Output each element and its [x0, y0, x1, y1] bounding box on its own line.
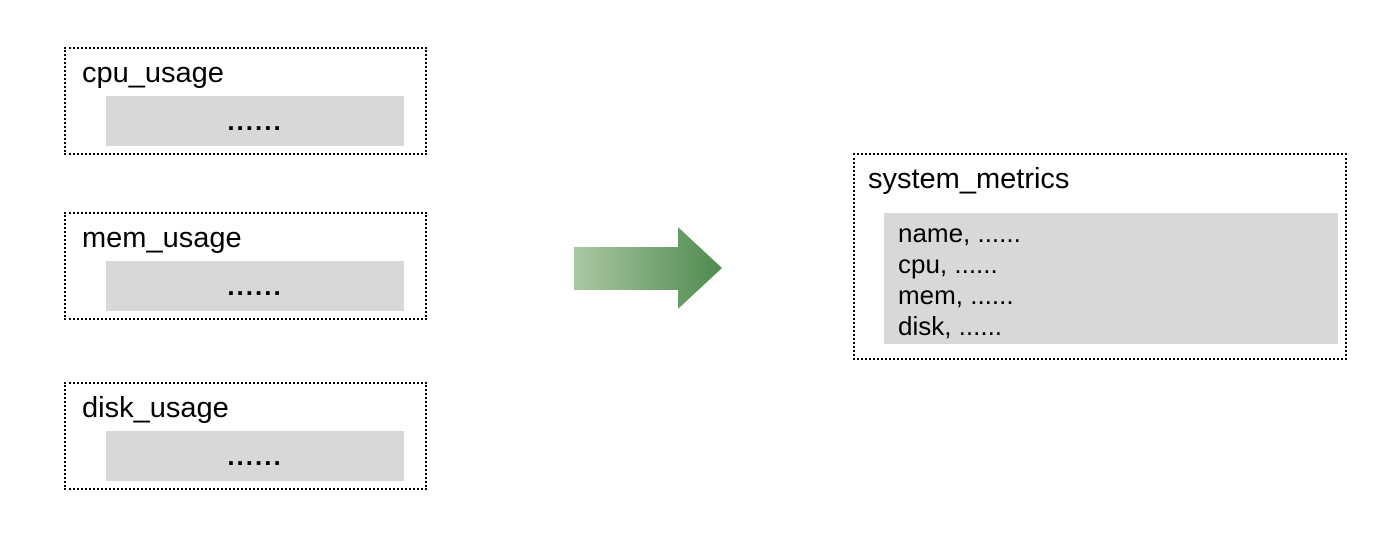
- target-box-system-metrics: system_metrics name, ...... cpu, ...... …: [853, 153, 1347, 360]
- field-row-cpu: cpu, ......: [898, 249, 998, 279]
- target-box-title: system_metrics: [868, 163, 1070, 195]
- field-row-disk: disk, ......: [898, 311, 1003, 341]
- source-box-title: mem_usage: [82, 222, 242, 254]
- source-box-disk-usage: disk_usage ......: [64, 382, 427, 490]
- field-row-mem: mem, ......: [898, 280, 1014, 310]
- right-arrow-icon: [574, 227, 722, 309]
- source-box-data-bar: ......: [106, 431, 404, 481]
- source-box-data-bar: ......: [106, 261, 404, 311]
- source-box-title: disk_usage: [82, 392, 229, 424]
- target-box-fields: name, ...... cpu, ...... mem, ...... dis…: [884, 213, 1338, 344]
- field-row-name: name, ......: [898, 218, 1021, 248]
- source-box-data-bar: ......: [106, 96, 404, 146]
- source-box-cpu-usage: cpu_usage ......: [64, 47, 427, 155]
- source-box-mem-usage: mem_usage ......: [64, 212, 427, 320]
- source-box-title: cpu_usage: [82, 57, 224, 89]
